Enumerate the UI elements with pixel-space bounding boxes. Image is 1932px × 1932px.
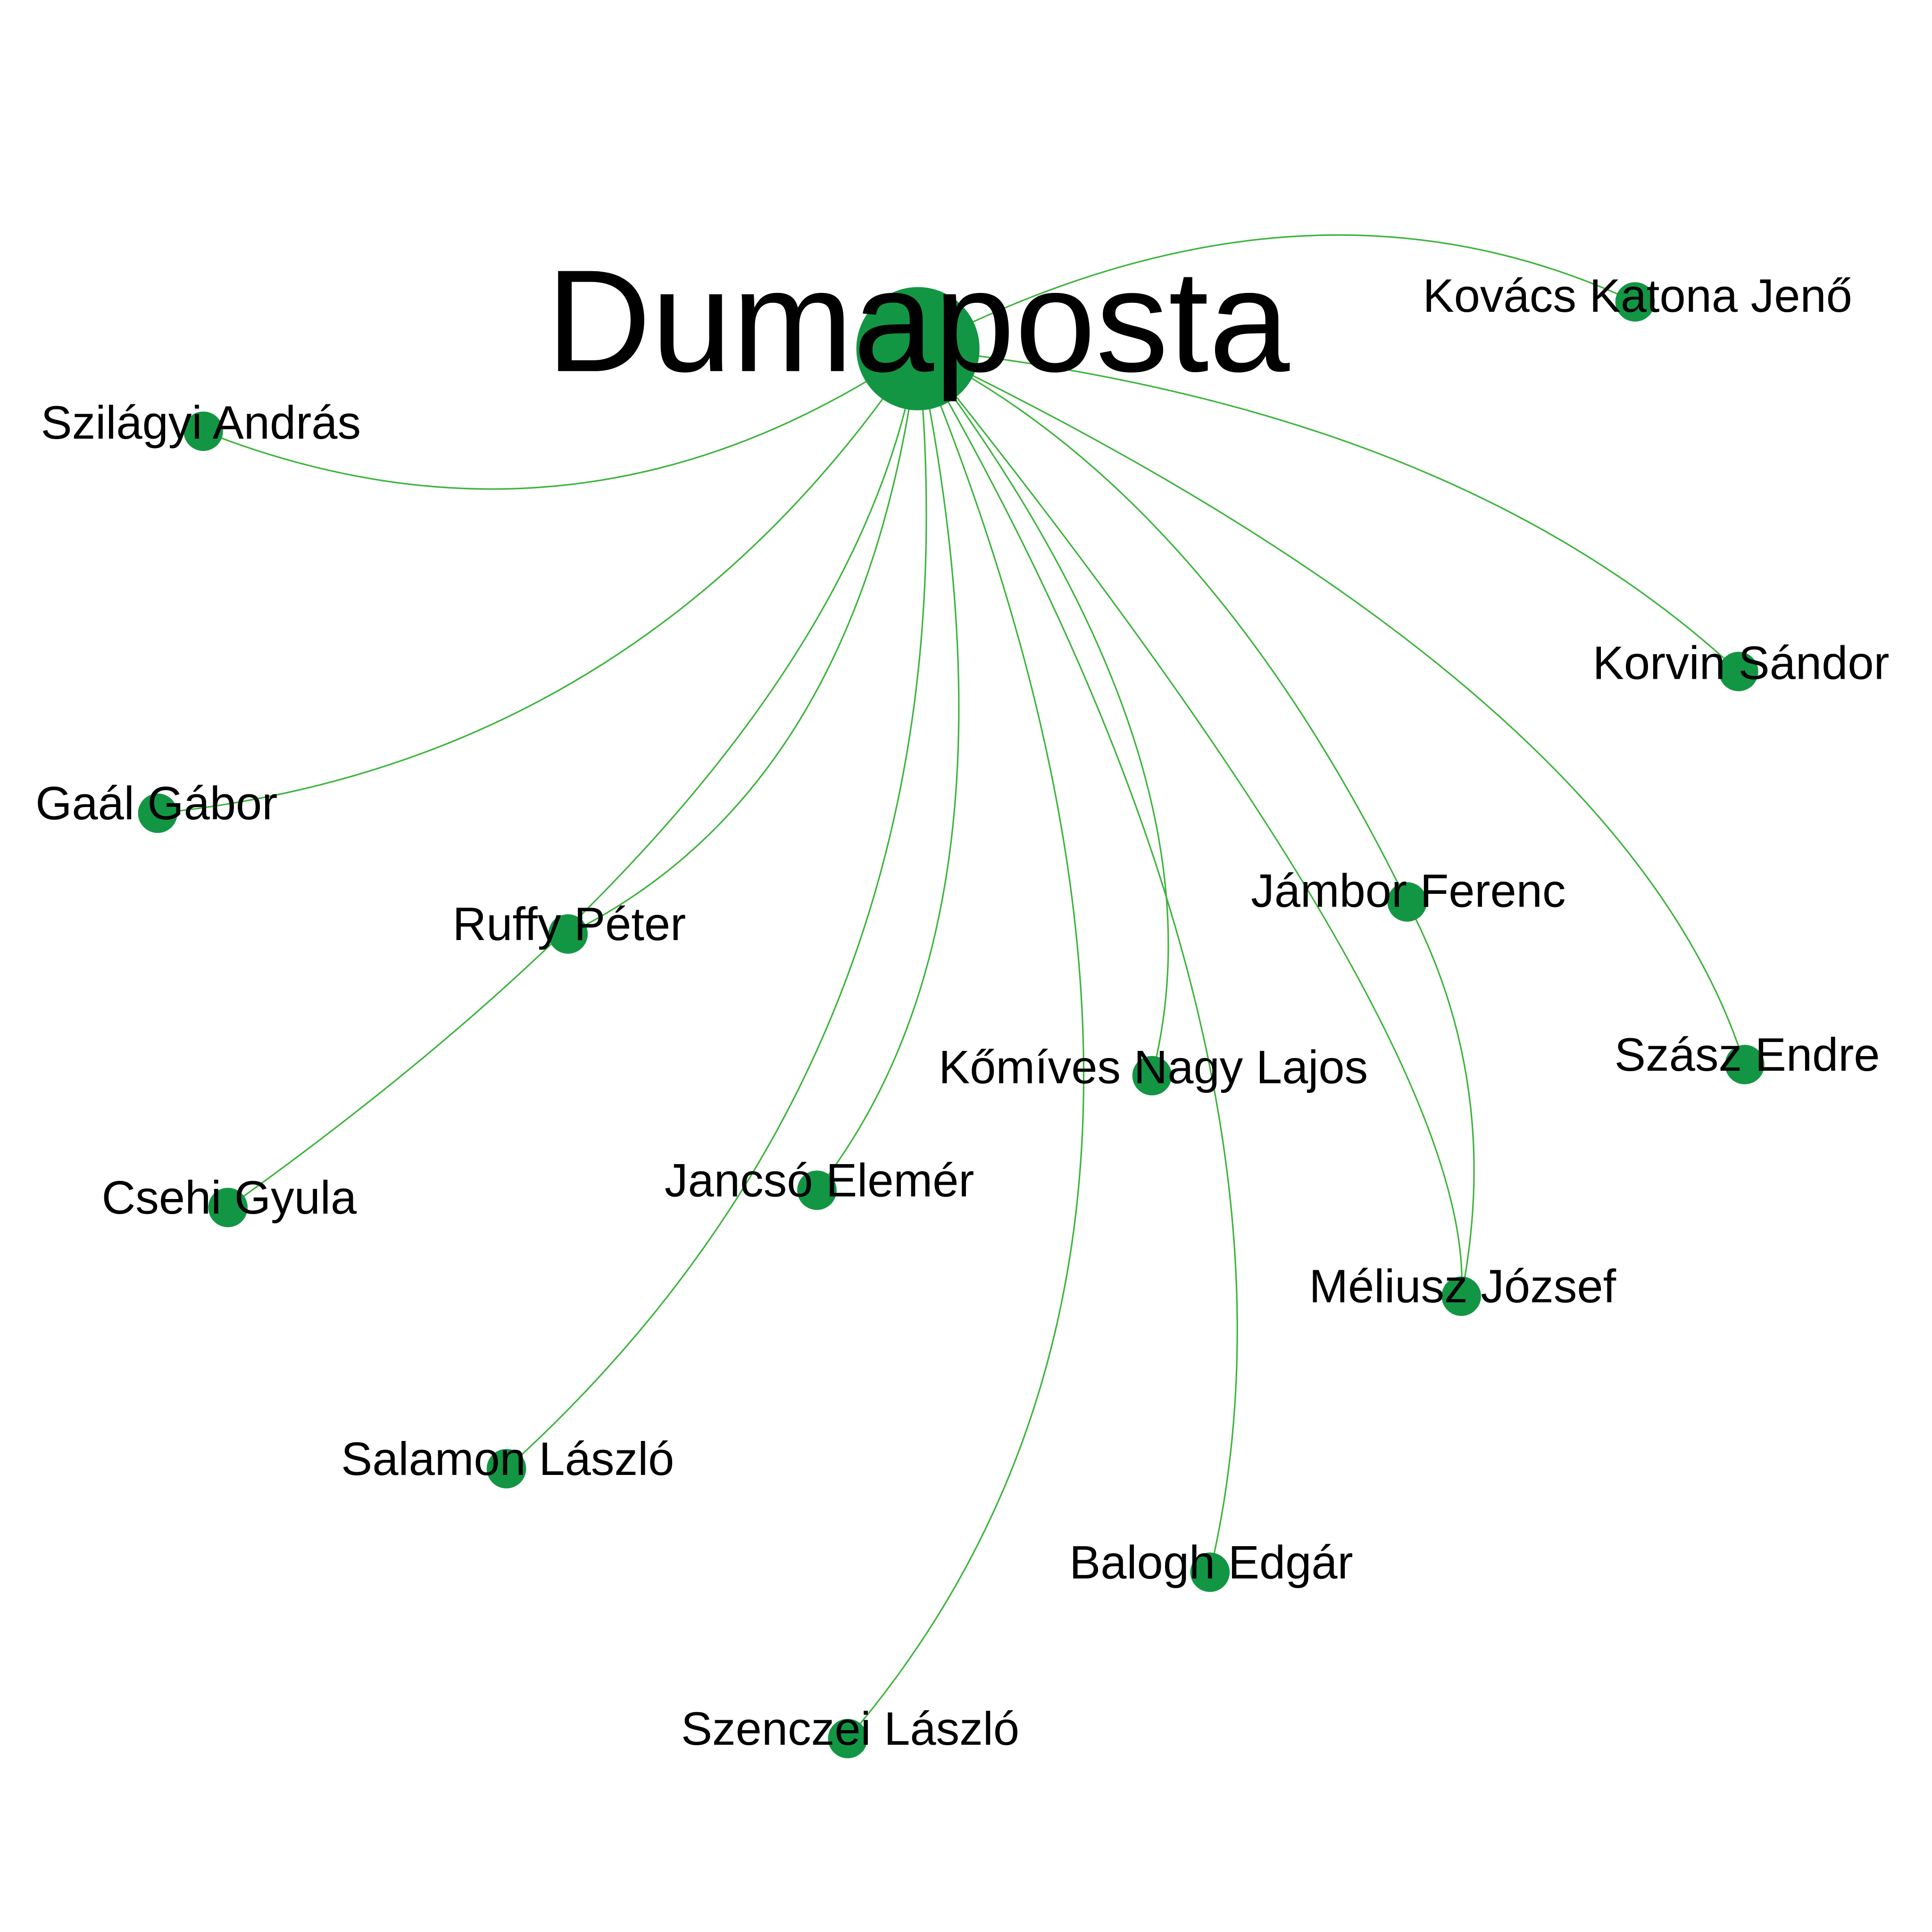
node-label-jancso-elemer: Jancsó Elemér xyxy=(665,1155,974,1207)
node-dumaposta[interactable] xyxy=(856,287,980,410)
edge-dumaposta-to-szasz-endre xyxy=(917,348,1746,1065)
node-label-csehi-gyula: Csehi Gyula xyxy=(102,1172,357,1224)
node-label-ruffy-peter: Ruffy Péter xyxy=(453,898,686,950)
edge-jambor-ferenc-to-meliusz-jozsef xyxy=(1406,901,1475,1297)
edge-dumaposta-to-kovacs-katona-jeno xyxy=(917,234,1636,350)
node-komives-nagy-lajos[interactable] xyxy=(1132,1056,1172,1096)
node-label-jambor-ferenc: Jámbor Ferenc xyxy=(1251,865,1566,917)
node-balogh-edgar[interactable] xyxy=(1190,1552,1230,1592)
node-meliusz-jozsef[interactable] xyxy=(1441,1276,1481,1316)
edge-dumaposta-to-balogh-edgar xyxy=(917,348,1238,1573)
edge-dumaposta-to-jancso-elemer xyxy=(816,348,960,1191)
edge-dumaposta-to-szilagyi-andras xyxy=(203,348,919,490)
node-label-szenczei-laszlo: Szenczei László xyxy=(681,1703,1019,1755)
edge-dumaposta-to-ruffy-peter xyxy=(567,349,919,935)
node-korvin-sandor[interactable] xyxy=(1719,651,1758,691)
edge-dumaposta-to-szenczei-laszlo xyxy=(847,348,1084,1739)
node-label-komives-nagy-lajos: Kőmíves Nagy Lajos xyxy=(939,1041,1368,1093)
node-gaal-gabor[interactable] xyxy=(138,793,178,833)
node-label-meliusz-jozsef: Méliusz József xyxy=(1309,1260,1616,1313)
node-label-szasz-endre: Szász Endre xyxy=(1615,1029,1880,1081)
node-label-korvin-sandor: Korvin Sándor xyxy=(1593,637,1890,689)
node-salamon-laszlo[interactable] xyxy=(486,1449,526,1489)
node-jambor-ferenc[interactable] xyxy=(1387,882,1427,922)
edges-layer xyxy=(158,234,1746,1739)
edge-dumaposta-to-csehi-gyula xyxy=(227,349,919,1208)
node-label-balogh-edgar: Balogh Edgár xyxy=(1069,1536,1353,1589)
node-csehi-gyula[interactable] xyxy=(208,1188,248,1227)
edge-dumaposta-to-korvin-sandor xyxy=(917,348,1739,672)
edge-dumaposta-to-komives-nagy-lajos xyxy=(917,348,1169,1076)
node-szilagyi-andras[interactable] xyxy=(183,411,223,451)
node-szasz-endre[interactable] xyxy=(1725,1045,1765,1084)
edge-dumaposta-to-meliusz-jozsef xyxy=(917,348,1463,1297)
node-label-dumaposta: Dumaposta xyxy=(546,240,1291,403)
node-jancso-elemer[interactable] xyxy=(797,1170,837,1210)
node-kovacs-katona-jeno[interactable] xyxy=(1615,282,1655,322)
edge-dumaposta-to-gaal-gabor xyxy=(158,348,919,814)
nodes-layer xyxy=(138,282,1765,1758)
node-ruffy-peter[interactable] xyxy=(548,914,588,954)
node-label-salamon-laszlo: Salamon László xyxy=(341,1433,674,1485)
node-szenczei-laszlo[interactable] xyxy=(828,1719,868,1758)
edge-dumaposta-to-salamon-laszlo xyxy=(506,349,927,1469)
edge-dumaposta-to-jambor-ferenc xyxy=(917,348,1408,902)
node-label-gaal-gabor: Gaál Gábor xyxy=(35,777,277,830)
node-label-szilagyi-andras: Szilágyi András xyxy=(41,397,361,449)
node-label-kovacs-katona-jeno: Kovács Katona Jenő xyxy=(1423,270,1852,322)
